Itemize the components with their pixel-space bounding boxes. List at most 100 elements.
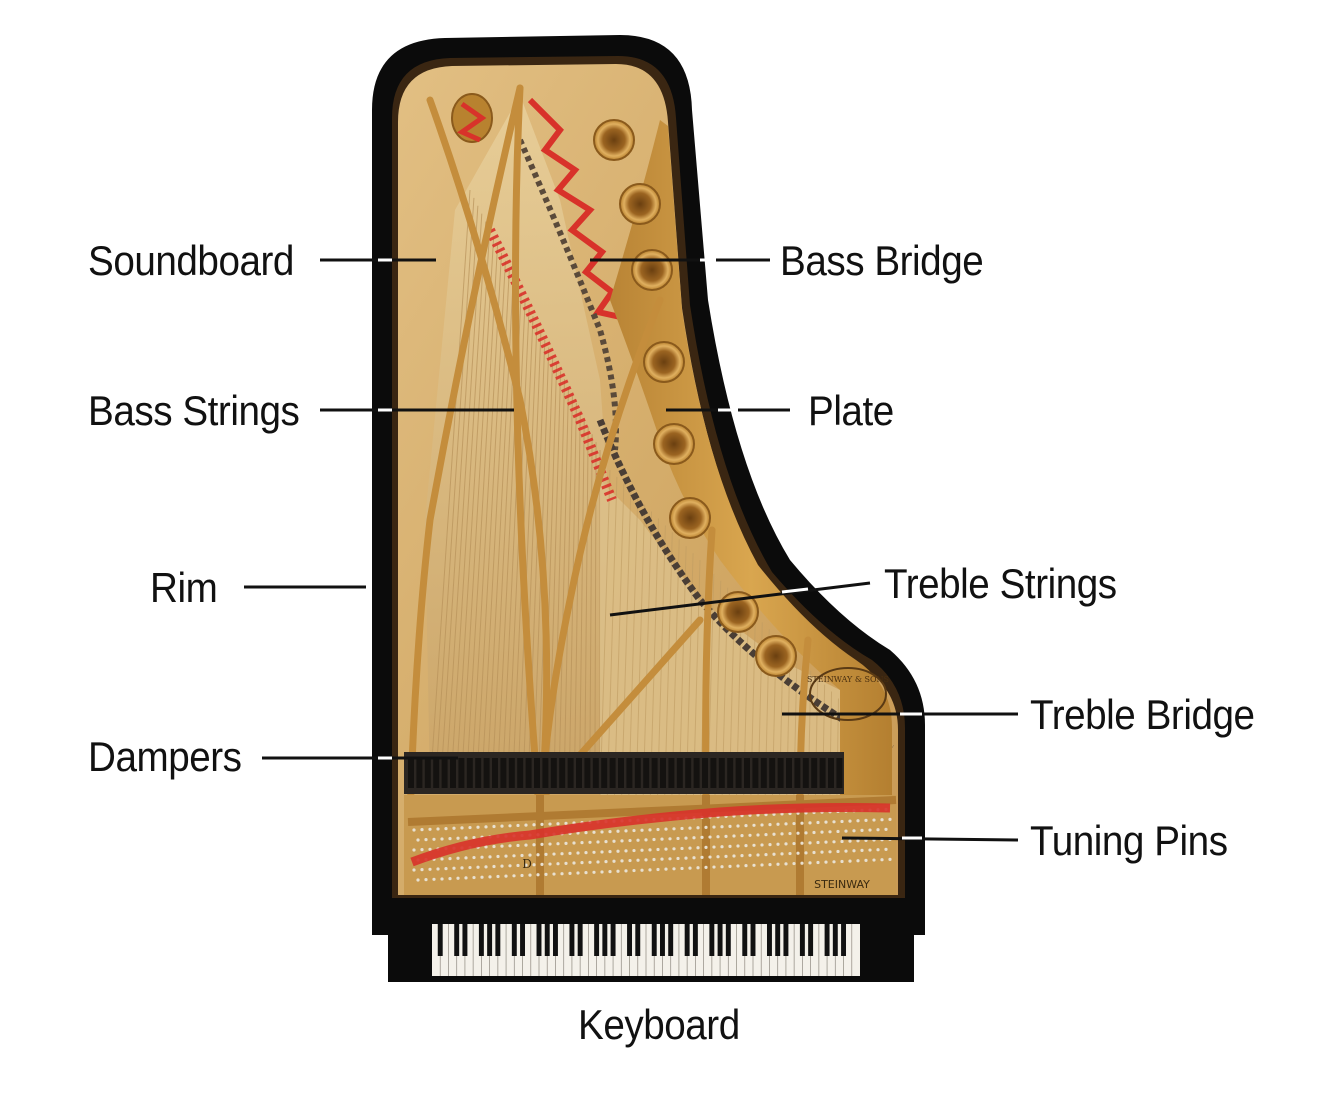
bass-string: [444, 213, 483, 791]
tuning-pin: [416, 838, 420, 842]
tuning-pin: [760, 823, 764, 827]
damper: [508, 758, 515, 788]
tuning-pin: [580, 861, 584, 865]
tuning-pin: [640, 828, 644, 832]
damper: [676, 758, 683, 788]
damper: [550, 758, 557, 788]
leader-rim-ticks: [378, 258, 922, 840]
tuning-pin: [744, 844, 748, 848]
leader-tuning-pins: [841, 836, 1019, 842]
tuning-pin: [876, 828, 880, 832]
black-key: [487, 924, 493, 956]
bass-string: [481, 268, 510, 791]
tuning-pin: [696, 826, 700, 830]
black-key: [610, 924, 616, 956]
tuning-pin: [780, 832, 784, 836]
tuning-pin: [660, 837, 664, 841]
tuning-pin: [636, 858, 640, 862]
tuning-pin: [412, 828, 416, 832]
tuning-pin: [724, 854, 728, 858]
tuning-pin: [756, 853, 760, 857]
tuning-pin: [424, 838, 428, 842]
tuning-pin: [772, 832, 776, 836]
damper: [718, 758, 725, 788]
tuning-pin: [764, 833, 768, 837]
plate-hole: [593, 119, 635, 161]
tuning-pin: [644, 838, 648, 842]
tuning-pin: [656, 847, 660, 852]
plate-holes: [593, 119, 797, 677]
bass-string: [460, 237, 495, 791]
tuning-pin: [820, 830, 824, 834]
damper: [408, 758, 414, 788]
damper: [643, 758, 650, 788]
tuning-pin: [752, 863, 756, 867]
tuning-pin: [584, 831, 588, 835]
black-key: [766, 924, 772, 956]
leader-treble-strings: [609, 581, 871, 617]
tuning-pin: [524, 843, 528, 847]
tuning-pin: [836, 829, 840, 834]
tuning-pin: [684, 856, 688, 860]
damper: [517, 758, 524, 788]
tuning-pin: [668, 857, 672, 861]
tuning-pin: [568, 851, 572, 855]
black-key: [569, 924, 575, 956]
tuning-pin: [516, 843, 520, 848]
black-key: [520, 924, 526, 956]
tuning-pin: [664, 847, 668, 851]
tuning-pin: [776, 822, 780, 826]
tuning-pin: [684, 836, 688, 840]
tuning-pin: [800, 821, 804, 825]
tuning-pin: [868, 848, 872, 852]
tuning-pin: [832, 860, 836, 864]
tuning-pin: [508, 864, 512, 868]
black-key: [709, 924, 715, 956]
tuning-pin: [864, 858, 868, 863]
tuning-pin: [428, 847, 432, 851]
tuning-pin: [884, 847, 888, 851]
leader-lines: [244, 258, 1019, 842]
tuning-pin: [564, 841, 568, 845]
tuning-pin: [452, 866, 456, 870]
tuning-pin: [476, 865, 480, 869]
tuning-pin: [668, 837, 672, 841]
tuning-pin: [852, 829, 856, 833]
tuning-pin: [612, 859, 616, 863]
tuning-pin: [588, 860, 592, 864]
tuning-pin: [620, 839, 624, 843]
tuning-pin: [540, 822, 544, 827]
tuning-pin: [716, 835, 720, 839]
black-key: [577, 924, 583, 956]
tuning-pin: [464, 856, 468, 860]
tuning-pin: [596, 860, 600, 864]
plate-hole: [669, 497, 711, 539]
tuning-pin: [764, 853, 768, 857]
tuning-pin: [724, 834, 728, 838]
tuning-pin: [800, 841, 804, 845]
label-treble-bridge: Treble Bridge: [1030, 691, 1255, 738]
tuning-pin: [584, 851, 588, 855]
tuning-pin: [616, 869, 620, 873]
damper: [559, 758, 566, 788]
bass-string: [450, 221, 487, 791]
tuning-pin: [636, 838, 640, 842]
tuning-pin: [608, 870, 612, 874]
tuning-pin: [660, 857, 664, 861]
tuning-pin: [816, 820, 820, 825]
black-key: [841, 924, 847, 956]
tuning-pin: [680, 826, 684, 831]
tuning-pin: [716, 855, 720, 859]
tuning-pin: [480, 875, 484, 879]
tuning-pin: [648, 828, 652, 832]
tuning-pin: [888, 857, 892, 861]
plate-hole: [653, 423, 695, 465]
treble-string: [621, 490, 632, 801]
tuning-pin: [484, 845, 488, 849]
tuning-pin: [752, 823, 756, 827]
tuning-pin: [808, 841, 812, 845]
plate-hole: [717, 591, 759, 633]
tuning-pin: [576, 851, 580, 855]
black-key: [684, 924, 690, 956]
tuning-pin: [688, 826, 692, 830]
